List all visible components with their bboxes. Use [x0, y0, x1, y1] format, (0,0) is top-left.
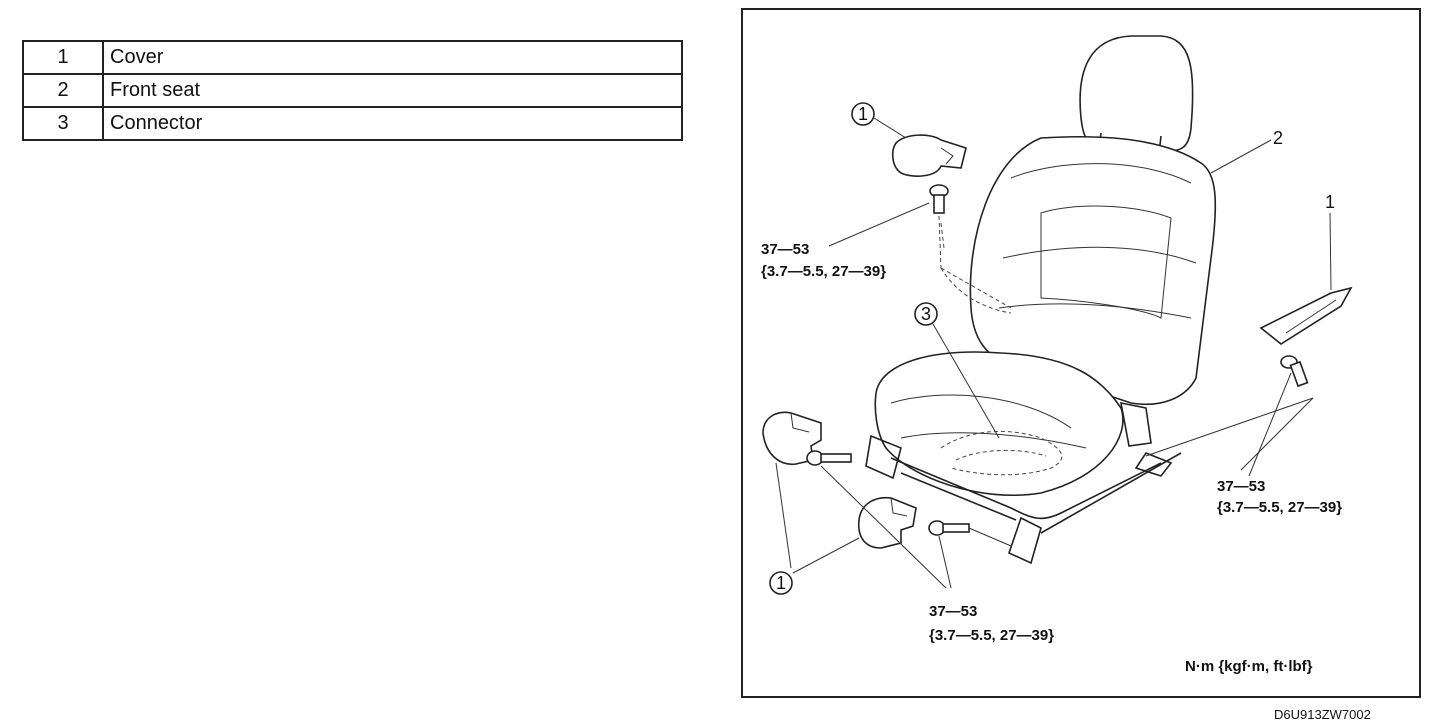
legend-part-name: Front seat [102, 73, 683, 108]
legend-row: 1 Cover [22, 40, 683, 75]
diagram-frame [741, 8, 1421, 698]
callout-connector: 3 [921, 304, 931, 324]
legend-number: 3 [22, 106, 104, 141]
cover-lower-left [762, 411, 822, 465]
bolt-lower-middle [928, 520, 1012, 547]
legend-number: 2 [22, 73, 104, 108]
bolt-lower-left [806, 450, 852, 466]
torque-right-value: 37—53 [1217, 478, 1265, 495]
callout-circle [914, 302, 938, 326]
torque-right-detail: {3.7—5.5, 27—39} [1217, 499, 1342, 516]
callout-cover-bottom: 1 [776, 573, 786, 593]
cover-top [891, 134, 967, 177]
parts-legend-table: 1 Cover 2 Front seat 3 Connector [22, 40, 683, 141]
torque-upper-left-detail: {3.7—5.5, 27—39} [761, 263, 886, 280]
wiring-harness [940, 222, 1063, 476]
legend-part-name: Cover [102, 40, 683, 75]
callout-cover-top: 1 [858, 104, 868, 124]
cover-lower-middle [857, 496, 917, 549]
legend-part-name: Connector [102, 106, 683, 141]
callout-circle [851, 102, 875, 126]
torque-units-label: N·m {kgf·m, ft·lbf} [1185, 658, 1313, 675]
torque-bottom-value: 37—53 [929, 603, 977, 620]
torque-upper-left-value: 37—53 [761, 241, 809, 258]
front-seat-exploded-diagram: 1 2 1 3 1 37—53 {3.7—5.5, 27—39} 37—53 {… [761, 35, 1371, 722]
bolt-right [1145, 355, 1314, 471]
legend-row: 3 Connector [22, 106, 683, 141]
callout-circle [769, 571, 793, 595]
legend-row: 2 Front seat [22, 73, 683, 108]
front-seat-drawing [865, 35, 1217, 565]
legend-number: 1 [22, 40, 104, 75]
callout-cover-right: 1 [1325, 192, 1335, 212]
bolt-upper [929, 184, 1012, 309]
callout-front-seat: 2 [1273, 128, 1283, 148]
figure-code: D6U913ZW7002 [1274, 707, 1371, 722]
torque-bottom-detail: {3.7—5.5, 27—39} [929, 627, 1054, 644]
cover-right [1259, 286, 1353, 345]
